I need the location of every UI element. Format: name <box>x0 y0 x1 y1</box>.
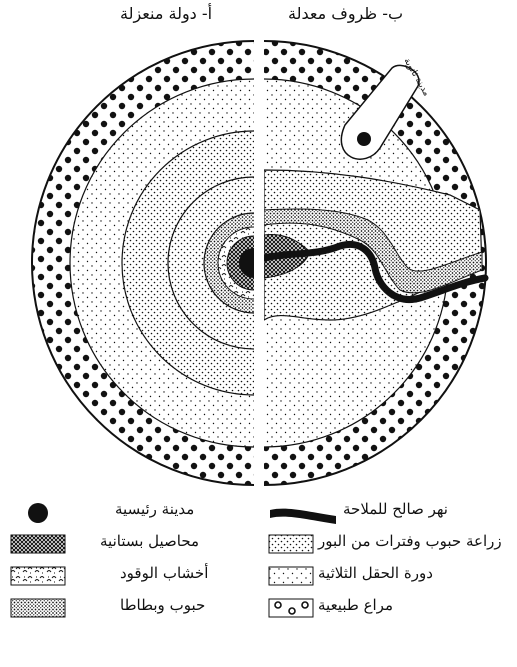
legend-item-grain-fallow: زراعة حبوب وفترات من البور <box>268 532 513 556</box>
medium-dots-symbol <box>268 534 314 554</box>
von-thunen-diagram: مدينة ثانوية <box>0 20 517 490</box>
legend-label-main-city: مدينة رئيسية <box>115 500 194 518</box>
legend-label-grain-fallow: زراعة حبوب وفترات من البور <box>318 532 502 550</box>
legend-label-pasture: مراع طبيعية <box>318 596 393 614</box>
circles-symbol <box>268 598 314 618</box>
legend-label-river: نهر صالح للملاحة <box>343 500 448 518</box>
legend-label-grain-potatoes: حبوب وبطاطا <box>120 596 205 614</box>
city-dot-symbol <box>10 502 66 524</box>
legend-item-three-field: دورة الحقل الثلاثية <box>268 564 513 588</box>
legend-label-fuel-wood: أخشاب الوقود <box>120 564 208 582</box>
legend-label-three-field: دورة الحقل الثلاثية <box>318 564 433 582</box>
legend-item-fuel-wood: أخشاب الوقود <box>10 564 260 588</box>
sparse-dots-symbol <box>268 566 314 586</box>
river-symbol <box>268 502 338 524</box>
legend-item-grain-potatoes: حبوب وبطاطا <box>10 596 260 620</box>
crosshatch-symbol <box>10 534 66 554</box>
legend-label-horticulture: محاصيل بستانية <box>100 532 199 550</box>
dense-dots-symbol <box>10 598 66 618</box>
legend-item-pasture: مراع طبيعية <box>268 596 513 620</box>
legend-item-horticulture: محاصيل بستانية <box>10 532 260 556</box>
wood-symbol <box>10 566 66 586</box>
legend-item-river: نهر صالح للملاحة <box>268 500 513 524</box>
legend-item-main-city: مدينة رئيسية <box>10 500 260 524</box>
